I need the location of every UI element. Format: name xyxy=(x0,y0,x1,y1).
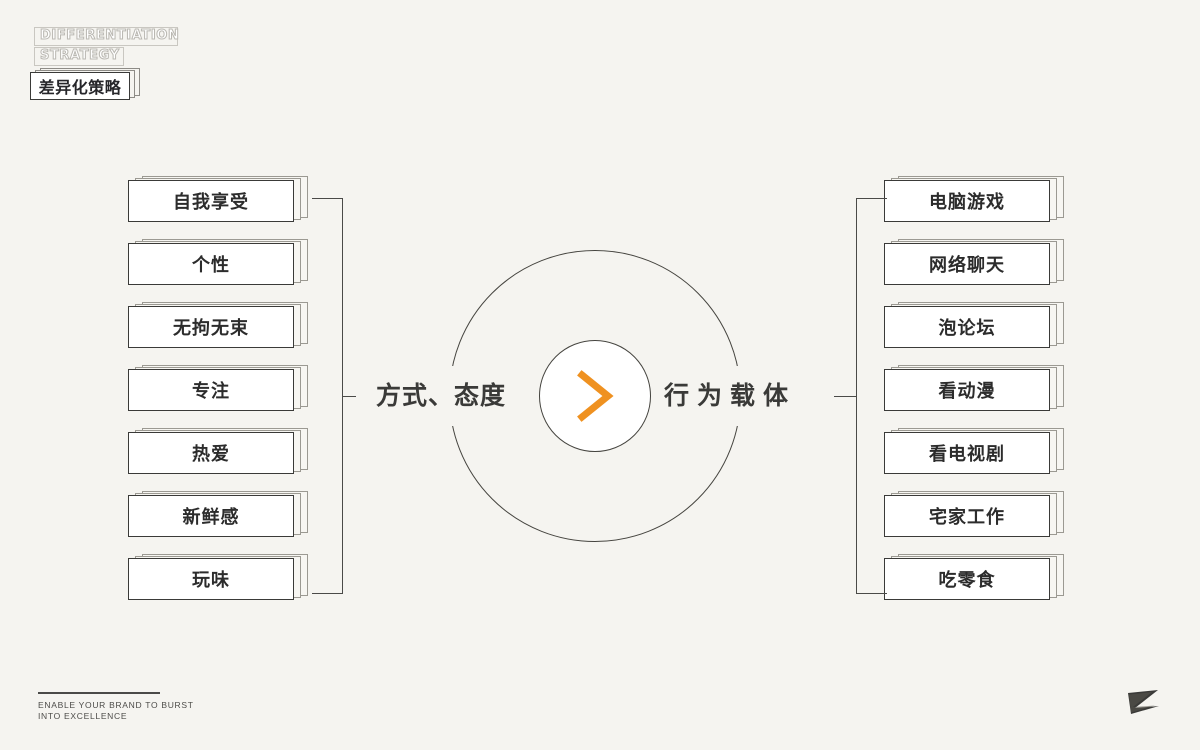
card-front[interactable]: 无拘无束 xyxy=(128,306,294,348)
card-front[interactable]: 看电视剧 xyxy=(884,432,1050,474)
card-front[interactable]: 新鲜感 xyxy=(128,495,294,537)
ring-gap-right xyxy=(728,366,834,426)
card-front[interactable]: 网络聊天 xyxy=(884,243,1050,285)
card-label: 电脑游戏 xyxy=(929,192,1005,213)
card-label: 玩味 xyxy=(192,570,230,591)
bracket-arm-middle xyxy=(830,396,856,398)
footer-divider xyxy=(38,692,160,694)
card-front[interactable]: 电脑游戏 xyxy=(884,180,1050,222)
card-stack-right-6[interactable]: 宅家工作 xyxy=(884,491,1064,537)
chevron-right-icon xyxy=(577,370,614,422)
card-stack-right-7[interactable]: 吃零食 xyxy=(884,554,1064,600)
card-label: 看电视剧 xyxy=(929,444,1005,465)
card-stack-left-4[interactable]: 专注 xyxy=(128,365,308,411)
card-label: 宅家工作 xyxy=(929,507,1005,528)
card-front[interactable]: 热爱 xyxy=(128,432,294,474)
card-front[interactable]: 宅家工作 xyxy=(884,495,1050,537)
card-label: 专注 xyxy=(192,381,230,402)
card-label: 泡论坛 xyxy=(938,318,996,339)
bracket-arm-bottom xyxy=(856,592,887,594)
bracket-arm-top xyxy=(312,198,343,200)
card-label: 网络聊天 xyxy=(929,255,1005,276)
logo-chinese-stack: 差异化策略 xyxy=(30,68,142,100)
center-hub-circle[interactable] xyxy=(539,340,651,452)
card-front[interactable]: 看动漫 xyxy=(884,369,1050,411)
card-label: 个性 xyxy=(192,255,230,276)
logo-english-line-2: STRATEGY xyxy=(34,47,124,66)
card-front[interactable]: 吃零食 xyxy=(884,558,1050,600)
card-front[interactable]: 个性 xyxy=(128,243,294,285)
z-brush-logo xyxy=(1128,690,1159,714)
card-stack-left-6[interactable]: 新鲜感 xyxy=(128,491,308,537)
ring-gap-left xyxy=(356,366,462,426)
card-stack-left-5[interactable]: 热爱 xyxy=(128,428,308,474)
logo-card-front: 差异化策略 xyxy=(30,72,130,100)
card-front[interactable]: 泡论坛 xyxy=(884,306,1050,348)
card-front[interactable]: 玩味 xyxy=(128,558,294,600)
right-behavior-column: 电脑游戏 网络聊天 泡论坛 看动漫 xyxy=(884,176,1064,617)
footer-tagline-block: ENABLE YOUR BRAND TO BURST INTO EXCELLEN… xyxy=(38,692,268,722)
card-stack-right-3[interactable]: 泡论坛 xyxy=(884,302,1064,348)
brand-logo: DIFFERENTIATION STRATEGY 差异化策略 xyxy=(30,26,230,100)
card-front[interactable]: 专注 xyxy=(128,369,294,411)
right-connector-bracket xyxy=(830,198,888,594)
bracket-arm-middle xyxy=(342,396,368,398)
card-label: 看动漫 xyxy=(938,381,996,402)
center-label-right: 行为载体 xyxy=(664,381,797,410)
card-label: 热爱 xyxy=(192,444,230,465)
bracket-arm-bottom xyxy=(312,592,343,594)
footer-tagline: ENABLE YOUR BRAND TO BURST INTO EXCELLEN… xyxy=(38,700,194,721)
card-label: 无拘无束 xyxy=(173,318,249,339)
logo-chinese-text: 差异化策略 xyxy=(38,78,122,97)
card-label: 新鲜感 xyxy=(182,507,240,528)
card-label: 自我享受 xyxy=(173,192,249,213)
center-hub-group: 方式、态度 行为载体 xyxy=(0,250,1200,542)
card-front[interactable]: 自我享受 xyxy=(128,180,294,222)
logo-english-line-1: DIFFERENTIATION xyxy=(34,27,179,46)
center-label-left: 方式、态度 xyxy=(376,381,507,410)
card-stack-right-4[interactable]: 看动漫 xyxy=(884,365,1064,411)
card-stack-left-3[interactable]: 无拘无束 xyxy=(128,302,308,348)
bracket-vertical-line xyxy=(856,198,858,594)
card-label: 吃零食 xyxy=(938,570,996,591)
card-stack-right-5[interactable]: 看电视剧 xyxy=(884,428,1064,474)
logo-english-block: DIFFERENTIATION STRATEGY xyxy=(34,26,230,66)
card-stack-left-7[interactable]: 玩味 xyxy=(128,554,308,600)
card-stack-left-1[interactable]: 自我享受 xyxy=(128,176,308,222)
card-stack-right-2[interactable]: 网络聊天 xyxy=(884,239,1064,285)
card-stack-left-2[interactable]: 个性 xyxy=(128,239,308,285)
card-stack-right-1[interactable]: 电脑游戏 xyxy=(884,176,1064,222)
left-attribute-column: 自我享受 个性 无拘无束 专注 xyxy=(128,176,308,617)
bracket-arm-top xyxy=(856,198,887,200)
left-connector-bracket xyxy=(312,198,368,594)
